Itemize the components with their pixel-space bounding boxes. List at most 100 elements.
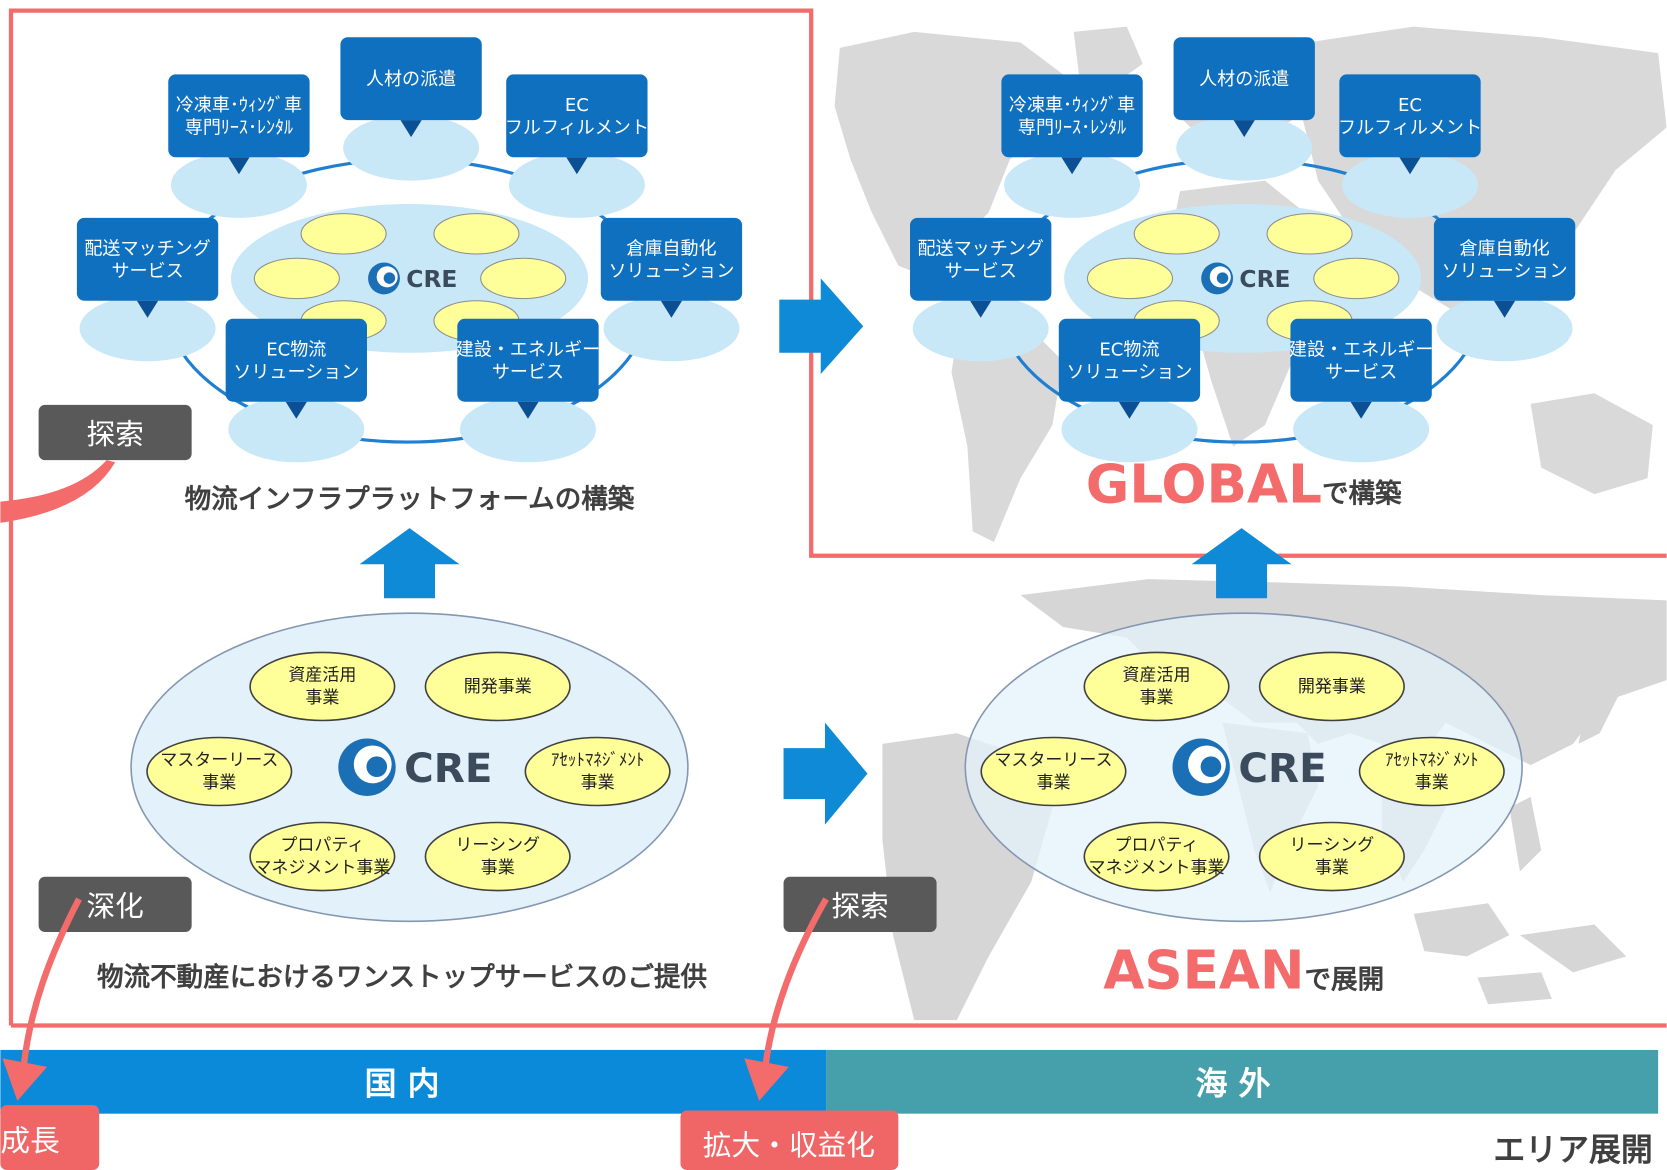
service-label: EC物流 — [266, 339, 326, 360]
map-borneo — [1519, 924, 1627, 973]
service-label: EC物流 — [1099, 339, 1159, 360]
service-callout-pointer — [1233, 120, 1255, 138]
service-callout-box — [1433, 217, 1576, 301]
service-label: 冷凍車･ｳｨﾝｸﾞ車 — [1009, 95, 1135, 116]
service-callout-box — [1339, 74, 1481, 158]
service-callout-pointer — [1118, 401, 1141, 419]
business-unit: 開発事業 — [424, 651, 571, 722]
service-callout-pointer — [660, 300, 683, 318]
business-unit-label: 資産活用 — [288, 666, 356, 686]
outcome-growth: 成長 — [0, 1105, 100, 1170]
service-callout-box — [76, 217, 219, 301]
cre-logo: CRE — [368, 262, 457, 295]
service-callout-pointer — [566, 157, 588, 175]
tag-explore-lower-box — [783, 876, 937, 932]
cre-logo-mark-core — [1200, 756, 1222, 778]
left-platform-diagram: CRE冷凍車･ｳｨﾝｸﾞ車専門ﾘｰｽ･ﾚﾝﾀﾙ人材の派遣ECフルフィルメント配送… — [76, 37, 743, 463]
domestic-bar — [0, 1049, 827, 1114]
business-unit-label: マスターリース — [994, 751, 1112, 771]
service-base-circle — [343, 114, 480, 181]
service-base-circle — [1176, 114, 1313, 181]
up-arrow-left — [359, 528, 460, 599]
platform-caption-left: 物流インフラプラットフォームの構築 — [185, 484, 635, 515]
business-unit-label: マスターリース — [160, 751, 278, 771]
service-callout-box — [168, 74, 310, 158]
business-unit-bubble — [1358, 736, 1505, 807]
service-label: 人材の派遣 — [366, 69, 456, 90]
business-unit-label: 事業 — [202, 773, 236, 793]
outcome-growth-box — [0, 1105, 100, 1170]
service-base-circle — [79, 295, 216, 362]
business-unit-label: プロパティ — [1115, 836, 1199, 856]
cre-logo-mark-core — [366, 756, 388, 778]
business-unit-label: 開発事業 — [1298, 677, 1366, 697]
outcome-expansion-box — [680, 1110, 899, 1170]
map-sumatra — [1413, 903, 1510, 957]
map-japan — [1573, 626, 1627, 744]
business-unit-bubble — [1083, 651, 1230, 722]
tag-deepen-label: 深化 — [86, 889, 143, 923]
business-unit-label: マネジメント事業 — [254, 858, 390, 878]
service-callout-pointer — [400, 120, 422, 138]
service-base-circle — [1436, 295, 1573, 362]
service-callout-box — [506, 74, 648, 158]
service-base-circle — [508, 151, 645, 218]
service-base-circle — [1004, 151, 1141, 218]
core-business-slot — [1266, 213, 1353, 255]
service-callout-box — [910, 217, 1052, 301]
global-highlight: GLOBAL — [1086, 454, 1322, 516]
business-unit-label: 事業 — [1315, 858, 1349, 878]
map-south-america — [951, 308, 1064, 542]
growth-area-outline — [8, 8, 1667, 1026]
business-unit-label: ｱｾｯﾄﾏﾈｼﾞﾒﾝﾄ — [551, 751, 645, 771]
platform-caption-right: GLOBALで構築 — [1086, 454, 1402, 516]
core-business-slot — [433, 213, 520, 255]
service-label: 倉庫自動化 — [626, 239, 716, 260]
service-label: サービス — [111, 261, 183, 282]
service-base-circle — [912, 295, 1049, 362]
service-callout-pointer — [285, 401, 307, 419]
map-australia — [1530, 393, 1653, 495]
business-unit-bubble — [1258, 821, 1405, 892]
map-philippines — [1509, 797, 1542, 872]
business-unit-label: 事業 — [1036, 773, 1070, 793]
business-caption-right: ASEANで展開 — [1103, 939, 1384, 1001]
service-base-circle — [459, 396, 596, 463]
core-business-slot — [253, 257, 340, 300]
asean-suffix: で展開 — [1304, 964, 1384, 995]
service-label: 配送マッチング — [84, 239, 210, 260]
service-base-circle — [603, 295, 740, 362]
tag-deepen: 深化 — [38, 876, 192, 932]
business-unit-label: 事業 — [1415, 773, 1449, 793]
overseas-bar — [826, 1049, 1659, 1114]
service-callout-pointer — [136, 300, 159, 318]
service-callout-pointer — [970, 300, 992, 318]
service-callout-pointer — [1350, 401, 1372, 419]
service-label: サービス — [492, 362, 564, 383]
tag-explore-upper-label: 探索 — [86, 417, 143, 451]
core-business-slot — [1133, 213, 1220, 255]
business-unit: 開発事業 — [1258, 651, 1405, 722]
service-callout-pointer — [228, 157, 250, 175]
service-callout-pointer — [1493, 300, 1516, 318]
service-label: EC — [565, 95, 589, 116]
explore-to-edge-arrow — [0, 460, 116, 523]
service-label: ソリューション — [1442, 261, 1568, 282]
business-unit-label: 事業 — [581, 773, 615, 793]
service-callout-box — [457, 318, 599, 402]
explore-to-expansion-arrowhead — [744, 1058, 789, 1101]
service-label: 倉庫自動化 — [1459, 239, 1549, 260]
service-label: 専門ﾘｰｽ･ﾚﾝﾀﾙ — [1018, 117, 1126, 138]
service-label: 専門ﾘｰｽ･ﾚﾝﾀﾙ — [185, 117, 293, 138]
service-label: 人材の派遣 — [1199, 69, 1289, 90]
right-business-diagram: 資産活用事業開発事業マスターリース事業ｱｾｯﾄﾏﾈｼﾞﾒﾝﾄ事業プロパティマネジ… — [964, 612, 1523, 923]
